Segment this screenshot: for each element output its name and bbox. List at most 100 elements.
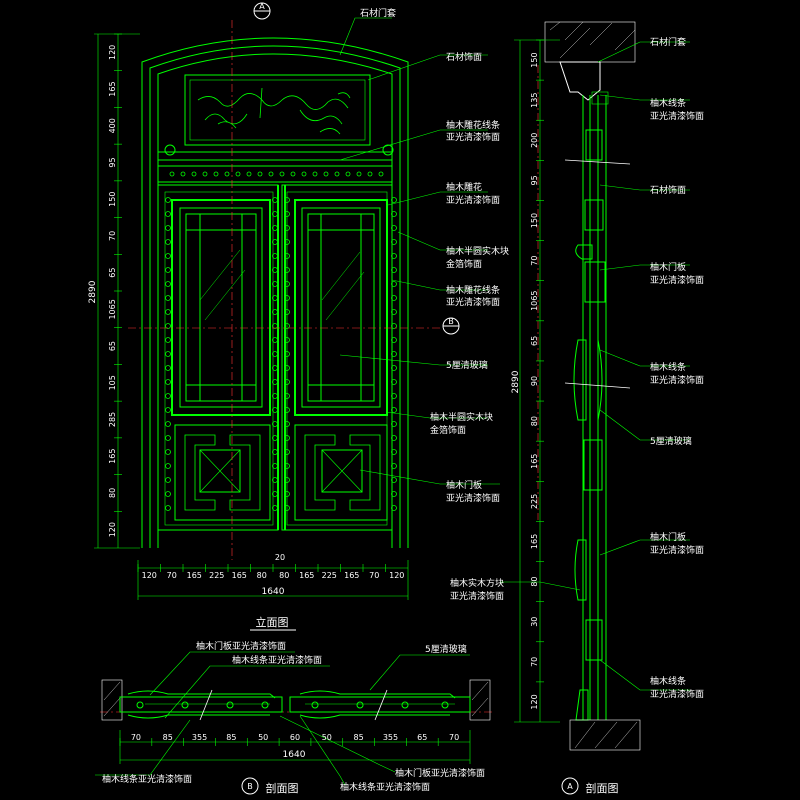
stud [165,407,171,413]
elev-left-dim: 70 [108,231,117,241]
seca-label-teak-line3-1: 柚木线条 [650,675,686,687]
seca-dim: 80 [530,416,539,426]
stud [272,239,278,245]
label-door-panel-1: 柚木门板 [446,479,482,491]
seca-label-teak-line3-2: 亚光清漆饰面 [650,688,704,700]
lintel-stud [268,171,274,177]
elev-bottom-dim: 80 [257,571,267,580]
stud [272,281,278,287]
seca-dim: 30 [530,617,539,627]
seca-dim: 120 [530,694,539,709]
seca-dim: 165 [530,454,539,469]
seca-dim: 225 [530,494,539,509]
right-glass-frame [294,199,388,416]
stud [284,435,290,441]
lintel-stud [279,171,285,177]
seca-dim: 80 [530,576,539,586]
lintel-stud [180,171,186,177]
stud [165,393,171,399]
stud [391,281,397,287]
elev-left-dim: 95 [108,157,117,167]
stud [272,267,278,273]
secb-dim: 65 [417,733,427,742]
elev-left-dim: 120 [108,522,117,537]
seca-dim: 1065 [530,291,539,311]
stud [284,239,290,245]
seca-label-teak-line2-1: 柚木线条 [650,361,686,373]
elev-bottom-dim: 80 [279,571,289,580]
section-a-title: A 剖面图 [561,777,619,795]
label-door-panel-2: 亚光清漆饰面 [446,492,500,504]
stud [284,393,290,399]
seca-bubble-label: A [567,782,573,791]
lintel-stud [345,171,351,177]
stud [272,365,278,371]
elev-left-dim: 1065 [108,299,117,319]
right-lower-panel [294,424,388,521]
secb-label-bottom-mid: 柚木线条亚光清漆饰面 [340,781,430,793]
stud [272,407,278,413]
label-carved-line-1: 柚木雕花线条 [446,119,500,131]
secb-bubble-label: B [247,782,253,791]
lintel-stud [323,171,329,177]
stud [391,421,397,427]
lintel-stud [169,171,175,177]
dim-total-width: 1640 [262,587,285,597]
stud [165,337,171,343]
transom-panel [184,74,371,146]
secb-dim: 355 [383,733,398,742]
stud [272,477,278,483]
arch-molding [157,53,393,548]
stud [284,197,290,203]
stud [272,505,278,511]
stud [391,491,397,497]
stud [272,253,278,259]
stud [391,239,397,245]
secb-label-bottom-left: 柚木线条亚光清漆饰面 [102,773,192,785]
right-leaf [281,184,393,531]
stud [391,253,397,259]
stud [165,267,171,273]
stud [272,295,278,301]
stud [165,225,171,231]
label-half-round2-2: 金箔饰面 [430,424,466,436]
seca-label-teak-line-2: 亚光清漆饰面 [650,110,704,122]
elev-left-dim: 400 [108,118,117,133]
bubble-b-label: B [448,317,454,326]
stud [165,211,171,217]
lintel-stud [378,171,384,177]
secb-dim: 355 [192,733,207,742]
stud [272,463,278,469]
stud [391,407,397,413]
seca-dim: 200 [530,133,539,148]
stud [284,337,290,343]
door-elevation [141,37,409,548]
lintel-stud [246,171,252,177]
lintel-stud [235,171,241,177]
label-carved-line2-1: 柚木雕花线条 [446,284,500,296]
stud [284,379,290,385]
stud [284,309,290,315]
section-b-title: B 剖面图 [241,777,299,795]
stud [284,477,290,483]
lintel-stud [356,171,362,177]
stud [165,323,171,329]
label-carved-2: 亚光清漆饰面 [446,194,500,206]
stud [272,323,278,329]
elev-bottom-dim: 120 [389,571,404,580]
stud [391,505,397,511]
lintel-stud [191,171,197,177]
secb-dim: 50 [258,733,268,742]
stud [391,463,397,469]
stud [165,491,171,497]
label-glass: 5厘清玻璃 [446,359,488,371]
seca-dim: 70 [530,657,539,667]
lintel-stud [312,171,318,177]
elev-bottom-dim: 165 [299,571,314,580]
stud [284,253,290,259]
stud [165,239,171,245]
seca-label-door-panel-2: 亚光清漆饰面 [650,274,704,286]
stud [272,351,278,357]
elev-left-dim: 120 [108,45,117,60]
